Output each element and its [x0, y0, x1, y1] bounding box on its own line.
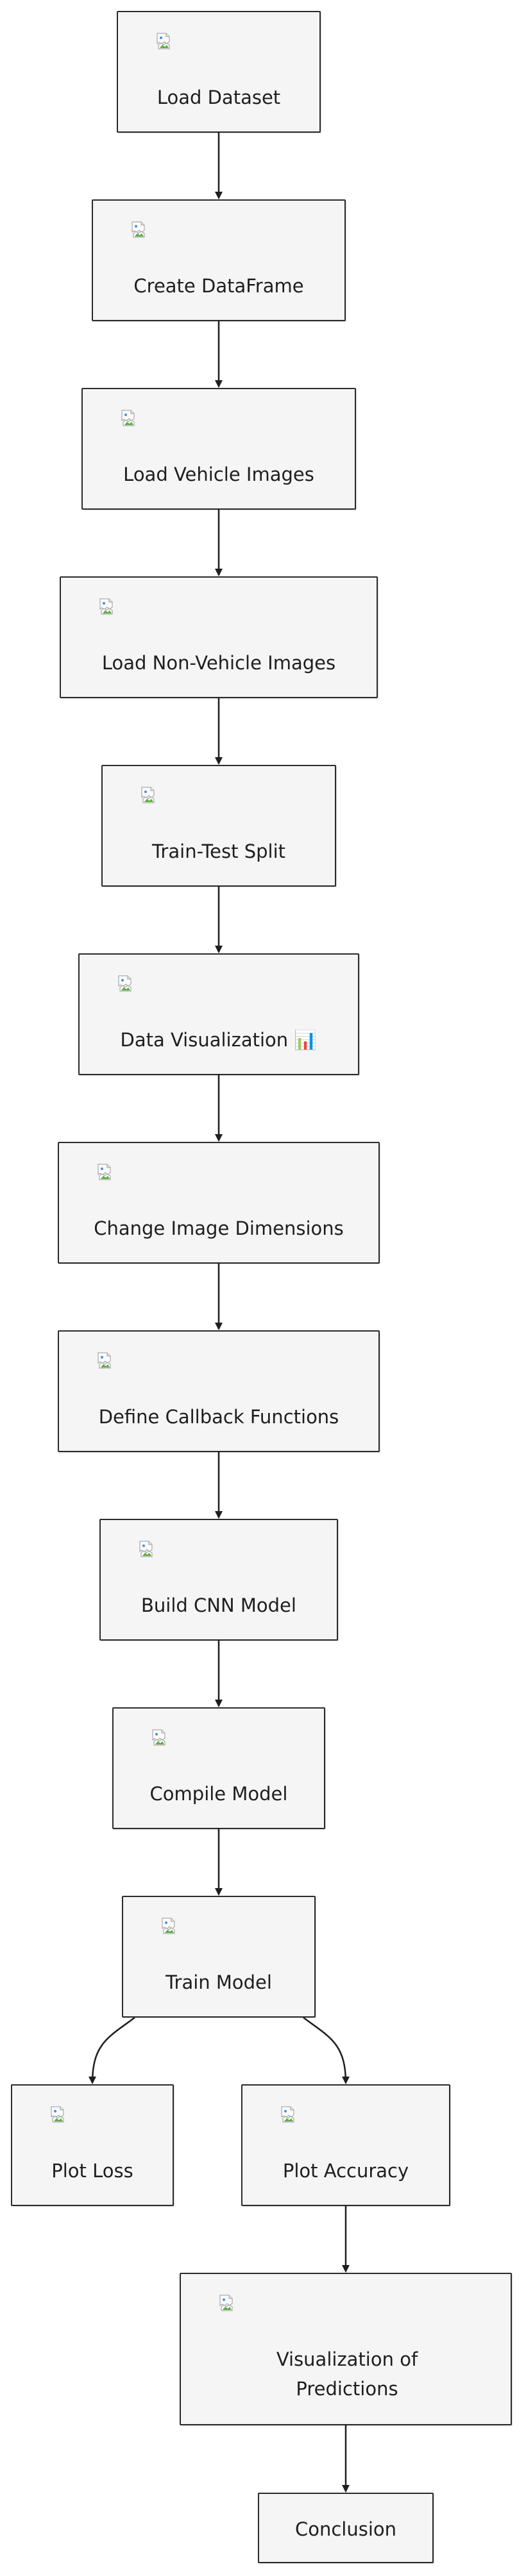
node-plot-loss: Plot Loss: [11, 2084, 174, 2206]
broken-image-icon: [162, 1918, 175, 1934]
broken-image-icon: [98, 1164, 111, 1180]
node-label: Plot Accuracy: [282, 2160, 409, 2182]
broken-image-icon: [157, 33, 170, 49]
node-build-cnn-model: Build CNN Model: [99, 1519, 338, 1641]
broken-image-icon: [139, 1541, 153, 1557]
broken-image-icon: [152, 1729, 165, 1746]
node-label: Load Dataset: [157, 87, 281, 108]
node-train-model: Train Model: [122, 1896, 316, 2018]
edge-train-model-to-plot-loss: [89, 2016, 135, 2084]
node-load-non-vehicle-images: Load Non-Vehicle Images: [60, 576, 378, 698]
broken-image-icon: [219, 2295, 233, 2311]
node-create-dataframe: Create DataFrame: [92, 199, 346, 321]
node-label: Visualization of Predictions: [276, 2348, 418, 2400]
node-label: Create DataFrame: [133, 275, 304, 297]
node-plot-accuracy: Plot Accuracy: [241, 2084, 450, 2206]
node-define-callback-functions: Define Callback Functions: [58, 1330, 380, 1452]
node-label: Define Callback Functions: [98, 1406, 339, 1428]
broken-image-icon: [51, 2106, 64, 2123]
node-conclusion: Conclusion: [258, 2493, 434, 2563]
broken-image-icon: [281, 2106, 294, 2123]
node-label: Train Model: [165, 1971, 272, 1993]
node-label: Change Image Dimensions: [94, 1217, 344, 1239]
node-label: Load Vehicle Images: [123, 464, 314, 485]
node-load-vehicle-images: Load Vehicle Images: [81, 388, 356, 510]
broken-image-icon: [141, 787, 155, 803]
node-train-test-split: Train-Test Split: [101, 765, 336, 887]
broken-image-icon: [99, 598, 113, 615]
node-label: Compile Model: [149, 1783, 288, 1805]
node-data-visualization: Data Visualization 📊: [78, 953, 359, 1075]
edge-train-model-to-plot-accuracy: [303, 2016, 350, 2084]
broken-image-icon: [118, 975, 132, 992]
node-visualization-of-predictions: Visualization of Predictions: [180, 2273, 512, 2425]
broken-image-icon: [121, 410, 135, 426]
node-label: Conclusion: [294, 2518, 397, 2540]
node-label: Load Non-Vehicle Images: [101, 652, 336, 674]
node-load-dataset: Load Dataset: [117, 11, 321, 133]
node-label: Build CNN Model: [141, 1594, 296, 1616]
broken-image-icon: [132, 221, 145, 238]
node-label: Data Visualization 📊: [120, 1029, 318, 1051]
node-change-image-dimensions: Change Image Dimensions: [58, 1142, 380, 1264]
node-label: Train-Test Split: [151, 841, 285, 862]
node-compile-model: Compile Model: [112, 1707, 325, 1829]
node-label: Plot Loss: [51, 2160, 133, 2182]
broken-image-icon: [98, 1352, 111, 1369]
